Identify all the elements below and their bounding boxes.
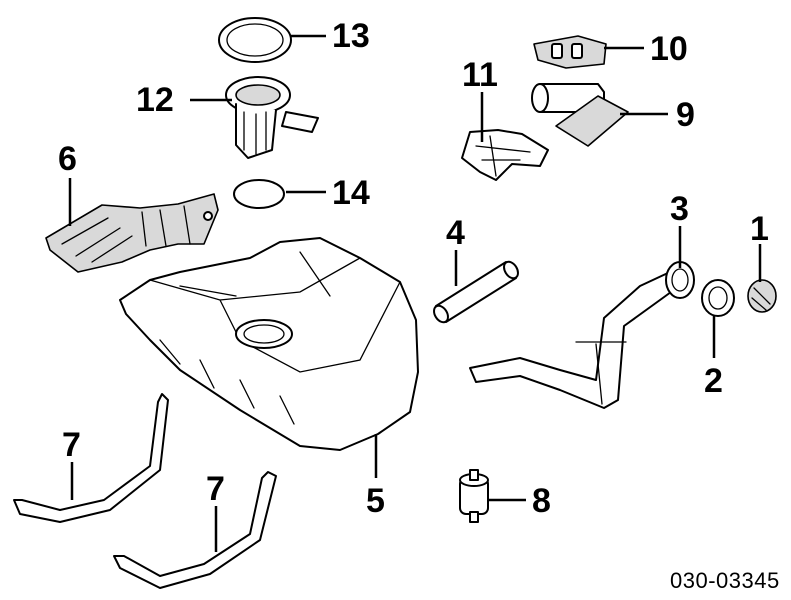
part-13-gasket <box>218 17 292 63</box>
callout-7a: 7 <box>62 426 81 464</box>
part-6-heat-shield <box>45 193 219 273</box>
part-1-fuel-cap <box>747 279 777 313</box>
callout-9: 9 <box>676 96 695 134</box>
callout-13: 13 <box>332 17 370 55</box>
callout-12: 12 <box>136 81 174 119</box>
callout-4: 4 <box>446 214 465 252</box>
callout-3: 3 <box>670 190 689 228</box>
callout-11: 11 <box>462 56 498 94</box>
part-5-fuel-tank <box>119 237 419 451</box>
part-14-seal <box>233 179 285 209</box>
callout-labels: 13 12 14 6 10 9 11 4 3 1 2 5 7 7 8 <box>58 17 769 520</box>
part-9-fuel-pump <box>531 83 629 147</box>
callout-6: 6 <box>58 140 77 178</box>
part-7-strap-a <box>13 393 169 523</box>
part-8-fuel-filter <box>459 469 489 523</box>
callout-5: 5 <box>366 482 385 520</box>
part-2-clamp <box>701 279 735 317</box>
callout-1: 1 <box>750 210 769 248</box>
part-7-strap-b <box>113 471 277 589</box>
part-12-fuel-pump-module <box>225 76 319 159</box>
part-3-filler-pipe <box>469 261 695 409</box>
part-11-retainer <box>461 129 549 181</box>
callout-10: 10 <box>650 30 688 68</box>
callout-14: 14 <box>332 174 370 212</box>
part-10-bracket <box>533 35 607 69</box>
leader-lines <box>68 34 762 552</box>
part-4-filler-hose <box>433 260 519 324</box>
callout-7b: 7 <box>206 470 225 508</box>
callout-8: 8 <box>532 482 551 520</box>
catalog-number: 030-03345 <box>670 568 780 593</box>
callout-2: 2 <box>704 362 723 400</box>
